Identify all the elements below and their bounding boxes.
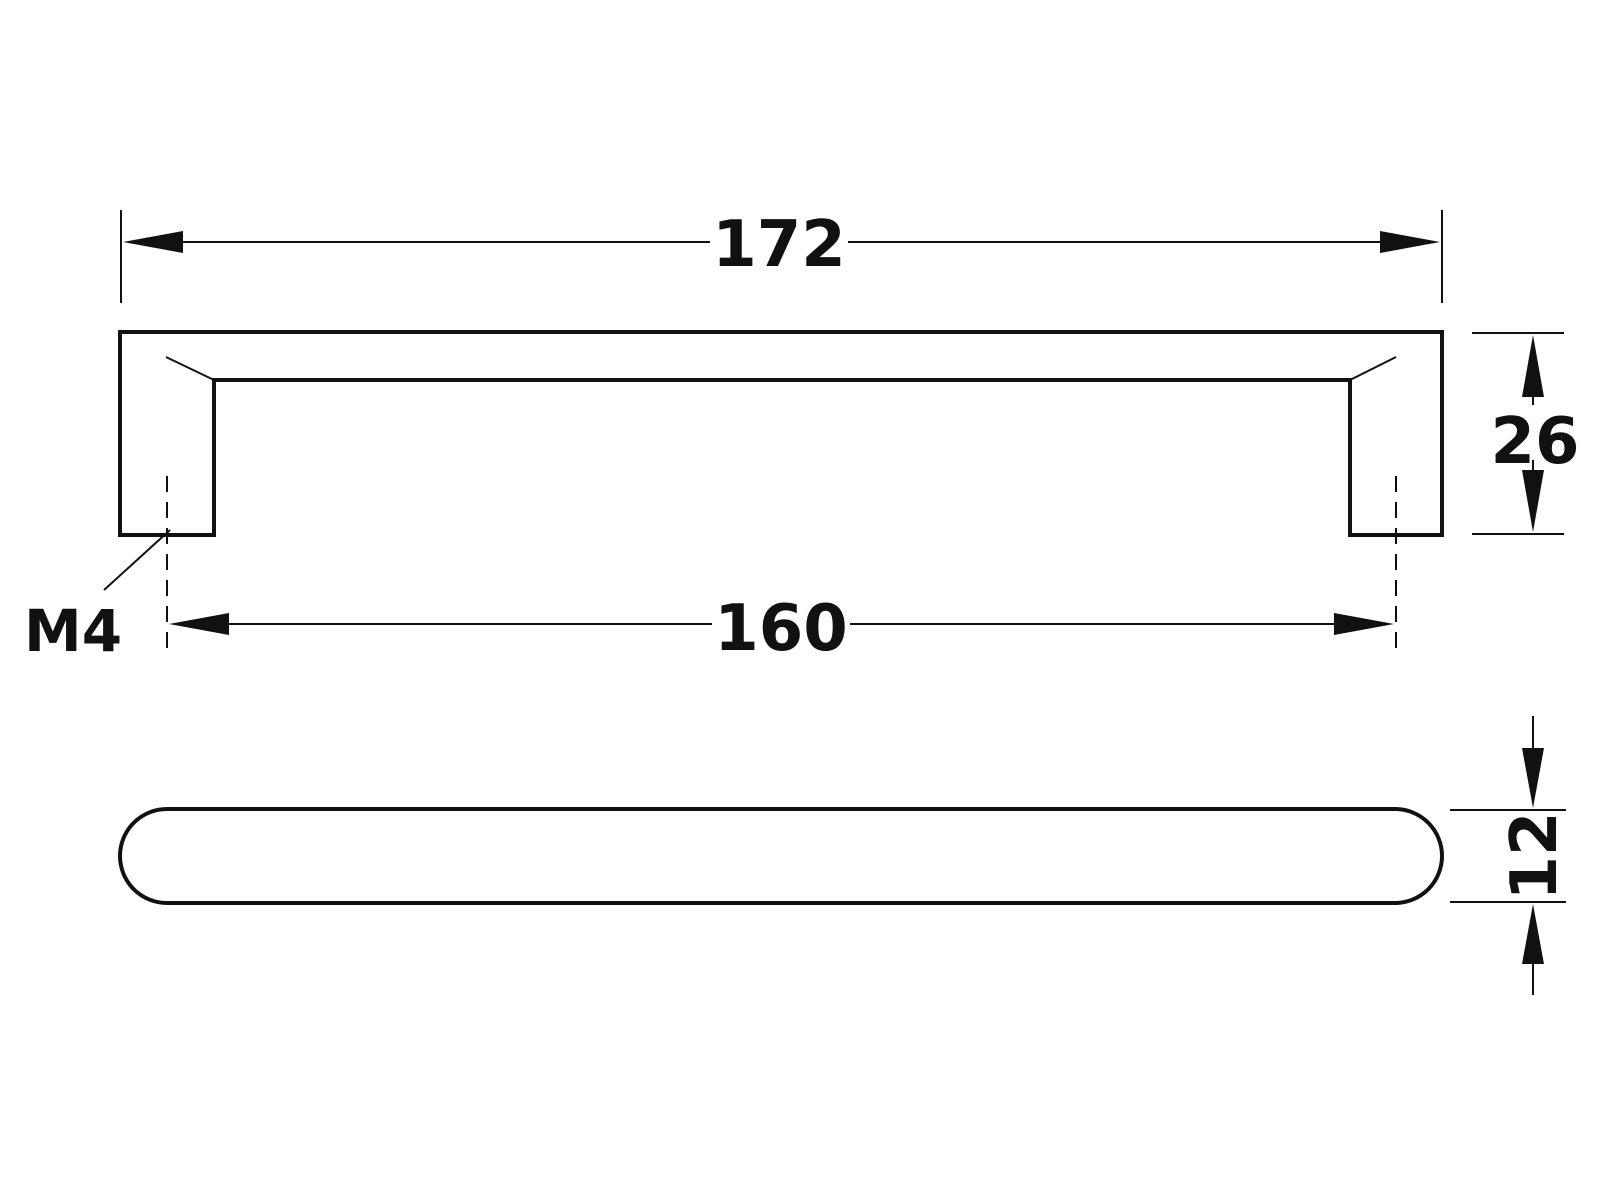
height-value: 26 (1490, 405, 1579, 479)
arrowhead-bottom (1522, 470, 1544, 532)
front-view (118, 330, 1444, 655)
arrowhead-left (123, 231, 183, 253)
arrowhead-top (1522, 748, 1544, 808)
overall-length-value: 172 (712, 208, 846, 282)
arrowhead-left (169, 613, 229, 635)
overall-length-dimension: 172 (120, 208, 1443, 303)
leader-line (103, 529, 171, 591)
hole-spacing-dimension: 160 (169, 592, 1394, 666)
arrowhead-bottom (1522, 904, 1544, 964)
arrowhead-top (1522, 335, 1544, 397)
arrowhead-right (1380, 231, 1440, 253)
handle-front-outline (118, 330, 1444, 537)
hole-spacing-value: 160 (714, 592, 848, 666)
arrowhead-right (1334, 613, 1394, 635)
height-dimension: 26 (1472, 332, 1580, 535)
left-bevel-line (165, 356, 215, 381)
right-bevel-line (1349, 356, 1397, 381)
thread-size-label: M4 (24, 597, 122, 665)
handle-top-outline (118, 807, 1444, 905)
thickness-dimension: 12 (1450, 716, 1572, 995)
thickness-value: 12 (1498, 811, 1572, 900)
top-view (118, 807, 1444, 905)
thread-callout: M4 (24, 529, 171, 665)
